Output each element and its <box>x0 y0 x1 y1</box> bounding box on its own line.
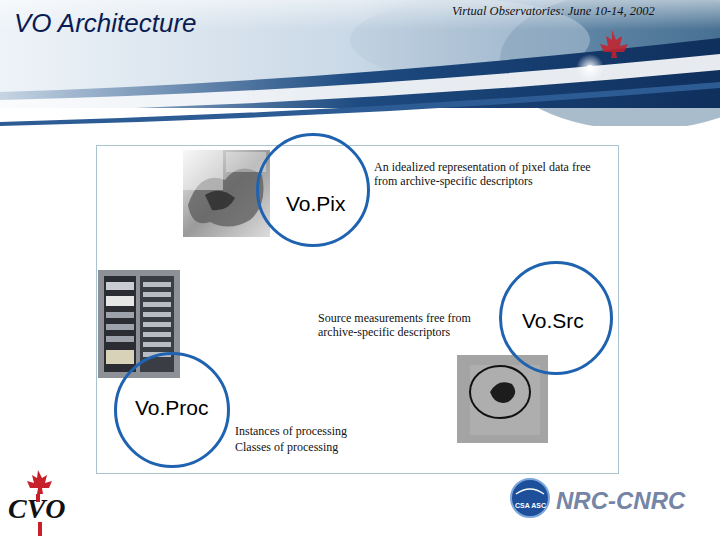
circle-stroke <box>258 135 369 246</box>
vo-component-circle: Vo.Src <box>499 261 613 375</box>
vo-component-circle: Vo.Pix <box>256 133 370 247</box>
component-name: Vo.Proc <box>135 395 209 420</box>
circle-stroke <box>116 354 229 467</box>
server-rack-photo <box>98 270 180 378</box>
component-name: Vo.Src <box>522 308 584 333</box>
slide-title: VO Architecture <box>14 8 197 39</box>
logo-text: NRC-CNRC <box>556 487 685 516</box>
description-note: Instances of processing <box>235 424 347 438</box>
logo-text: CSA ASC <box>515 502 546 510</box>
conference-date: Virtual Observatories: June 10-14, 2002 <box>452 4 655 19</box>
description-note: Source measurements free from archive-sp… <box>318 311 496 340</box>
vo-component-circle: Vo.Proc <box>114 352 230 468</box>
circle-outline <box>256 133 370 247</box>
logo-text: CVO <box>8 492 66 526</box>
csa-logo <box>511 479 549 517</box>
component-name: Vo.Pix <box>286 191 346 216</box>
circle-stroke <box>501 263 612 374</box>
description-note: An idealized representation of pixel dat… <box>374 160 602 189</box>
description-note: Classes of processing <box>235 440 338 454</box>
